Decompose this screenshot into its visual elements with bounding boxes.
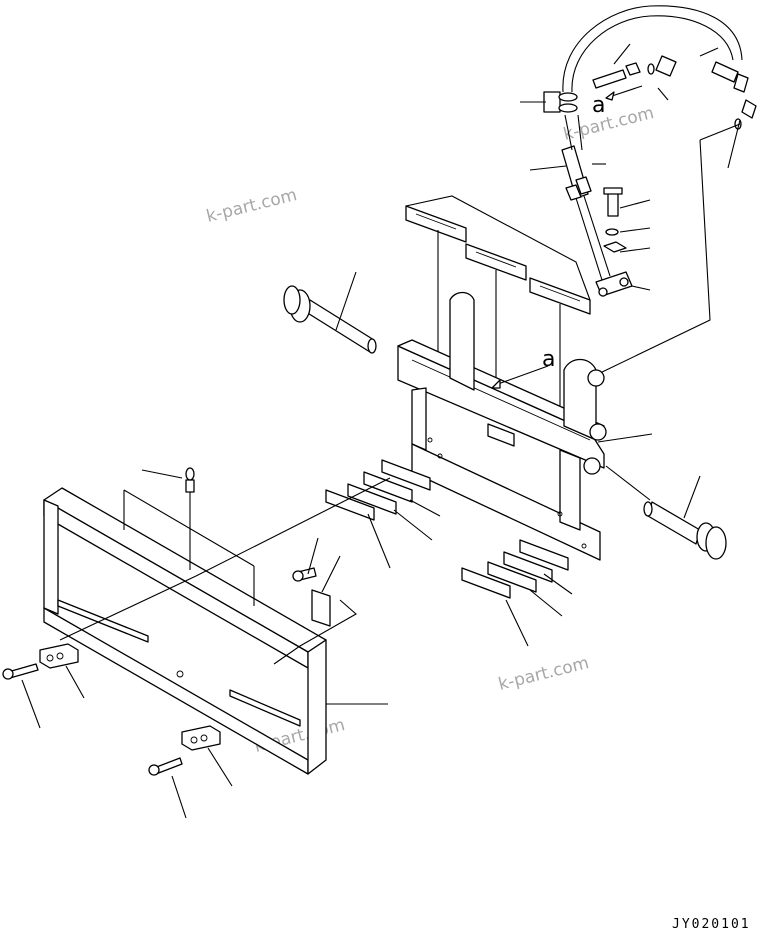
lower-slide-pads (325, 459, 569, 599)
carriage (397, 291, 607, 561)
watermark-3: k-part.com (496, 653, 591, 695)
leader-lines (21, 43, 741, 819)
watermark-1: k-part.com (204, 185, 299, 227)
fasteners (2, 567, 357, 776)
callout-a-lower: a (542, 347, 555, 372)
side-cylinders (283, 285, 727, 560)
upper-slide-pads (405, 195, 591, 420)
drawing-code: JY020101 (672, 917, 751, 932)
callout-a-upper: a (592, 93, 605, 118)
hose-assembly (543, 5, 757, 375)
fork-frame (43, 467, 391, 775)
